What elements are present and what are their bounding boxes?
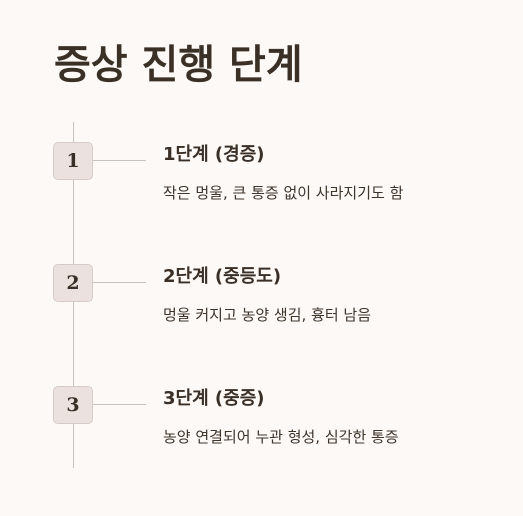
step-title: 3단계 (중증) xyxy=(163,388,265,409)
step-title: 2단계 (중등도) xyxy=(163,266,282,287)
step-number-badge: 3 xyxy=(53,386,93,424)
step-number-badge: 2 xyxy=(53,264,93,302)
step-connector xyxy=(93,282,146,283)
step-description: 멍울 커지고 농양 생김, 흉터 남음 xyxy=(163,306,372,324)
step-connector xyxy=(93,160,146,161)
step-title: 1단계 (경증) xyxy=(163,144,265,165)
step-number-badge: 1 xyxy=(53,142,93,180)
step-1: 1 1단계 (경증) 작은 멍울, 큰 통증 없이 사라지기도 함 xyxy=(0,142,523,202)
step-description: 농양 연결되어 누관 형성, 심각한 통증 xyxy=(163,428,399,446)
step-description: 작은 멍울, 큰 통증 없이 사라지기도 함 xyxy=(163,184,404,202)
step-connector xyxy=(93,404,146,405)
page-title: 증상 진행 단계 xyxy=(54,42,303,88)
step-2: 2 2단계 (중등도) 멍울 커지고 농양 생김, 흉터 남음 xyxy=(0,264,523,324)
step-3: 3 3단계 (중증) 농양 연결되어 누관 형성, 심각한 통증 xyxy=(0,386,523,446)
